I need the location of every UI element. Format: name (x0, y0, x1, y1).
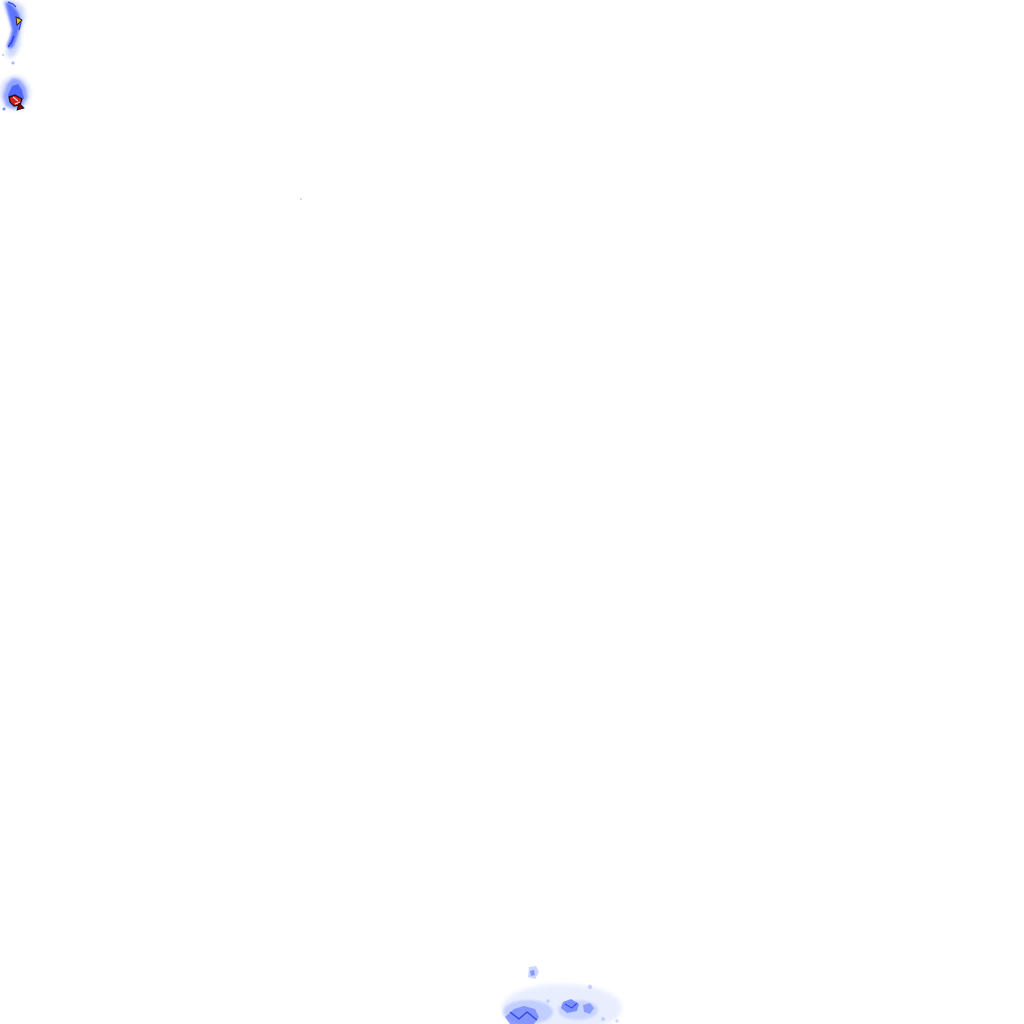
cell-south-cluster-upper-core (530, 970, 535, 976)
cell-south-cluster (502, 966, 622, 1024)
cell-west-strong-extreme-mark (16, 102, 25, 111)
cell-north-west-alert (15, 16, 23, 26)
cell-north-west (1, 0, 25, 65)
cell-south-cluster-center-core (561, 999, 579, 1013)
cell-south-cluster-fleck (587, 984, 593, 990)
isolated-speck (300, 198, 302, 200)
cell-north-west-core (5, 2, 21, 49)
cell-north-west-fleck (1, 53, 5, 57)
cell-south-cluster-west-core (505, 1006, 539, 1024)
cell-south-cluster-fleck (546, 999, 550, 1003)
cell-north-west-fleck (11, 61, 15, 65)
cell-west-strong-fleck (2, 107, 6, 111)
cell-south-cluster-east-core (583, 1003, 594, 1014)
cell-south-cluster-fleck (601, 1017, 605, 1021)
cell-south-cluster-west-detail (509, 1011, 538, 1021)
cell-south-cluster-center-detail (564, 1002, 578, 1009)
cell-west-strong (0, 76, 30, 111)
cell-south-cluster-fleck (615, 1019, 619, 1023)
cell-west-strong-extreme-detail (12, 96, 21, 105)
isolated-speck-mark (300, 198, 302, 200)
